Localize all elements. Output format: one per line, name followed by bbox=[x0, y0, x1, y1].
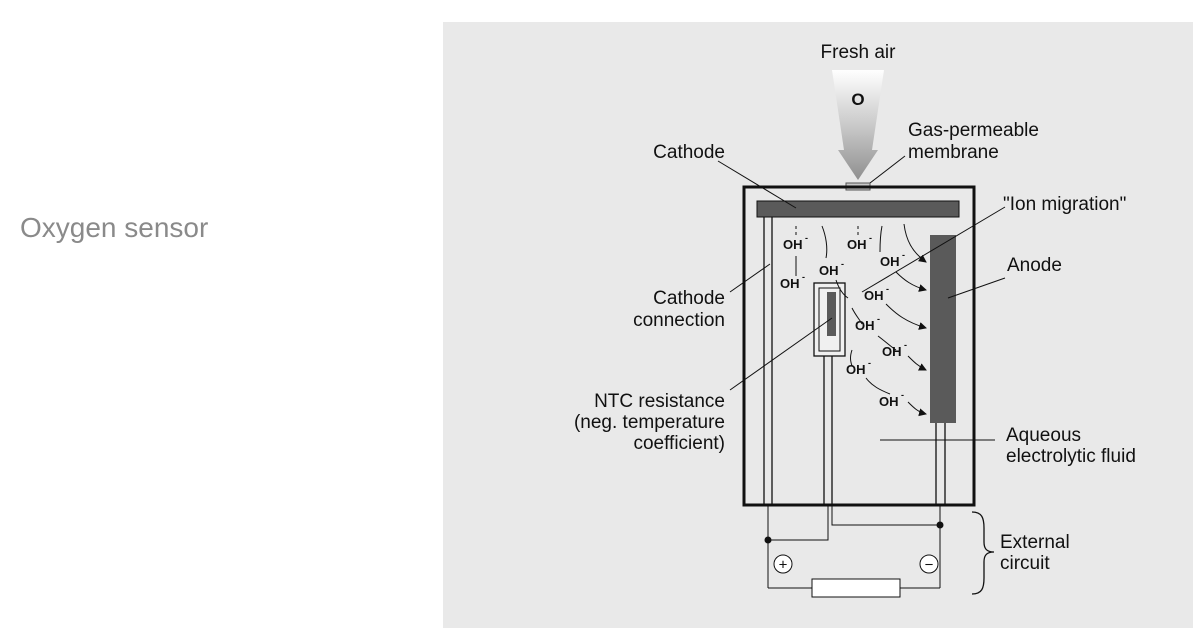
ntc-resistance-label: coefficient) bbox=[633, 433, 725, 454]
ion-label: OH bbox=[864, 288, 884, 303]
ion-label: OH bbox=[780, 276, 800, 291]
ntc-resistance-element bbox=[827, 292, 836, 336]
anode bbox=[930, 235, 956, 423]
plus-terminal-icon bbox=[773, 554, 793, 574]
external-circuit-label: External bbox=[1000, 532, 1070, 553]
ntc-resistance-inner bbox=[818, 287, 841, 352]
ion-charge: - bbox=[877, 314, 880, 324]
minus-terminal-icon bbox=[919, 554, 939, 574]
external-circuit-label: circuit bbox=[1000, 553, 1050, 574]
ion-charge: - bbox=[868, 358, 871, 368]
aqueous-fluid-label: electrolytic fluid bbox=[1006, 446, 1136, 467]
ion-charge: - bbox=[805, 233, 808, 243]
ion-charge: - bbox=[886, 284, 889, 294]
cathode-connection-label: connection bbox=[633, 310, 725, 331]
circuit-node bbox=[764, 536, 772, 544]
external-circuit-brace bbox=[971, 511, 995, 595]
ion-label: OH bbox=[855, 318, 875, 333]
minus-terminal-label: − bbox=[925, 557, 934, 574]
oxygen-symbol: O bbox=[851, 90, 864, 109]
ion-label: OH bbox=[783, 237, 803, 252]
ion-label: OH bbox=[819, 263, 839, 278]
ion-charge: - bbox=[902, 250, 905, 260]
ion-migration-arrows bbox=[795, 223, 927, 417]
ion-charge: - bbox=[841, 259, 844, 269]
ion-labels: OH - OH - OH - OH - OH - OH - OH - OH - … bbox=[780, 233, 907, 409]
cathode-plate bbox=[756, 200, 960, 218]
ion-label: OH bbox=[879, 394, 899, 409]
ntc-resistance-label: NTC resistance bbox=[594, 391, 725, 412]
ion-charge: - bbox=[869, 233, 872, 243]
fresh-air-label: Fresh air bbox=[821, 42, 897, 63]
sensor-housing bbox=[742, 185, 976, 507]
aqueous-fluid-label: Aqueous bbox=[1006, 425, 1081, 446]
ion-charge: - bbox=[802, 272, 805, 282]
ntc-resistance-label: (neg. temperature bbox=[574, 412, 725, 433]
ion-migration-label: "Ion migration" bbox=[1003, 194, 1126, 215]
plus-terminal-label: + bbox=[779, 557, 788, 574]
circuit-node bbox=[936, 521, 944, 529]
leader-lines bbox=[717, 155, 1006, 441]
gas-permeable-label: membrane bbox=[908, 142, 999, 163]
fresh-air-arrow bbox=[832, 70, 884, 180]
cathode-connection-label: Cathode bbox=[653, 288, 725, 309]
ion-label: OH bbox=[882, 344, 902, 359]
ion-charge: - bbox=[904, 340, 907, 350]
ion-label: OH bbox=[847, 237, 867, 252]
ion-charge: - bbox=[901, 390, 904, 400]
page-title: Oxygen sensor bbox=[20, 212, 209, 243]
cathode-label: Cathode bbox=[653, 142, 725, 163]
ion-label: OH bbox=[880, 254, 900, 269]
ion-label: OH bbox=[846, 362, 866, 377]
external-circuit-wiring bbox=[767, 505, 941, 589]
anode-label: Anode bbox=[1007, 255, 1062, 276]
load-resistor bbox=[811, 578, 901, 598]
gas-permeable-label: Gas-permeable bbox=[908, 120, 1039, 141]
